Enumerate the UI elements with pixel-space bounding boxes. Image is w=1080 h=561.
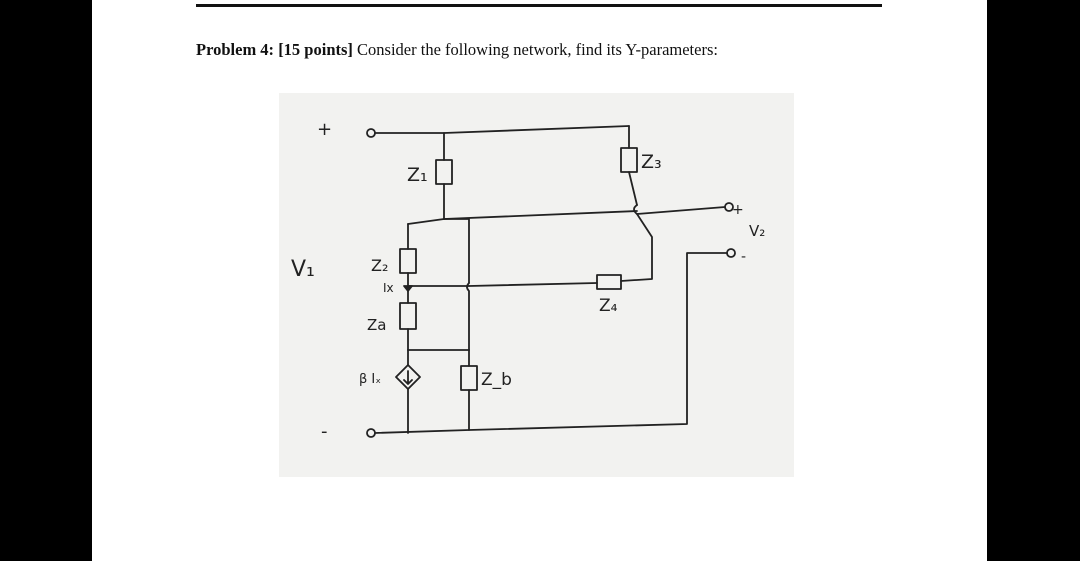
z3-label: Z₃ [641, 151, 662, 173]
port2-voltage-label: V₂ [749, 222, 765, 240]
circuit-diagram: + - V₁ + - V₂ Z₁ Z₃ Z₂ Ix Za Z₄ Z_b β Iₓ [291, 119, 765, 442]
z2-label: Z₂ [371, 256, 388, 275]
port1-plus-terminal [366, 128, 376, 138]
problem-text: Consider the following network, find its… [357, 40, 718, 59]
z1-label: Z₁ [407, 164, 428, 186]
z4-label: Z₄ [599, 296, 618, 316]
z3-resistor [620, 147, 638, 173]
port2-minus-terminal [726, 248, 736, 258]
zb-resistor [460, 365, 478, 391]
z4-lead-left [468, 282, 598, 287]
circuit-photo: + - V₁ + - V₂ Z₁ Z₃ Z₂ Ix Za Z₄ Z_b β Iₓ [279, 93, 794, 477]
zb-label: Z_b [481, 370, 512, 390]
inner-node-wire [443, 218, 470, 284]
z2-resistor [399, 248, 417, 274]
z4-resistor [596, 274, 622, 290]
port1-minus-label: - [321, 421, 328, 442]
problem-points: [15 points] [278, 40, 353, 59]
inner-node-crossing [466, 282, 470, 351]
dep-source-label: β Iₓ [359, 372, 381, 387]
z4-lead-right [620, 213, 653, 282]
za-label: Za [367, 316, 386, 334]
dependent-source-arrow [403, 370, 413, 385]
z1-resistor [435, 159, 453, 185]
port2-minus-label: - [741, 249, 746, 265]
port1-plus-label: + [317, 119, 332, 140]
problem-statement: Problem 4: [15 points] Consider the foll… [196, 40, 718, 60]
node-wire-middle [407, 210, 638, 225]
top-rule [196, 4, 882, 7]
ix-label: Ix [383, 281, 394, 295]
port1-minus-terminal [366, 428, 376, 438]
port2-plus-wire [633, 204, 726, 215]
bottom-return-wire [374, 252, 728, 434]
port1-voltage-label: V₁ [291, 257, 315, 282]
port2-plus-label: + [732, 202, 744, 218]
z3-lead-bottom [628, 171, 638, 206]
top-wire [374, 125, 630, 134]
za-resistor [399, 302, 417, 330]
problem-heading: Problem 4: [196, 40, 275, 59]
